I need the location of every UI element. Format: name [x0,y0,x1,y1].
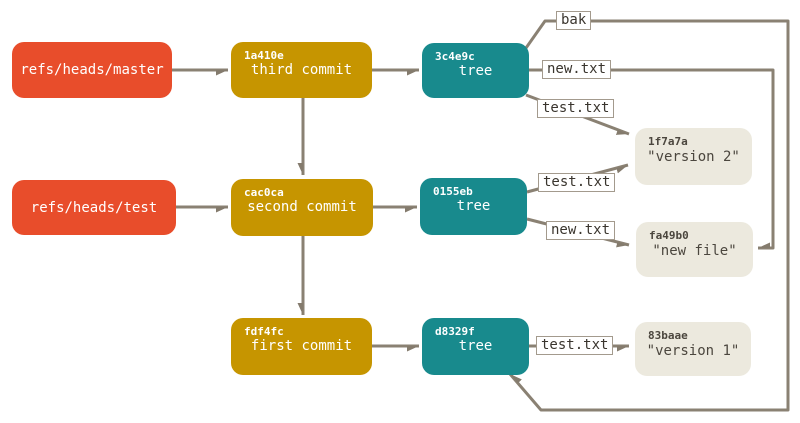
edge-label-newtxt-mid: new.txt [546,221,616,240]
commit-box-third: 1a410e third commit [231,42,372,98]
blob-fa49b0-content: "new file" [652,243,737,259]
commit-first-label: first commit [250,338,353,354]
commit-second-hash: cac0ca [244,186,284,199]
blob-box-fa49b0: fa49b0 "new file" [636,222,753,277]
commit-second-label: second commit [247,199,357,215]
blob-1f7a7a-hash: 1f7a7a [648,135,688,148]
commit-first-hash: fdf4fc [244,325,284,338]
edge-label-bak: bak [556,11,592,30]
ref-box-master: refs/heads/master [12,42,172,98]
ref-box-test: refs/heads/test [12,180,176,235]
commit-box-second: cac0ca second commit [231,179,373,236]
commit-box-first: fdf4fc first commit [231,318,372,375]
ref-test-label: refs/heads/test [30,199,158,216]
commit-third-hash: 1a410e [244,49,284,62]
edge-label-testtxt-top: test.txt [537,99,615,118]
blob-1f7a7a-content: "version 2" [647,149,740,165]
tree-3c4e9c-label: tree [458,63,493,79]
edge-label-newtxt-top: new.txt [542,60,612,79]
edge-newtxt-to-newfile-blob [529,68,775,250]
edge-label-testtxt-bottom: test.txt [536,336,614,355]
tree-d8329f-label: tree [458,338,493,354]
blob-fa49b0-hash: fa49b0 [649,229,689,242]
blob-box-83baae: 83baae "version 1" [635,322,751,376]
tree-0155eb-hash: 0155eb [433,185,473,198]
edge-label-testtxt-mid: test.txt [538,173,616,192]
ref-master-label: refs/heads/master [20,62,164,78]
blob-83baae-hash: 83baae [648,329,688,342]
tree-0155eb-label: tree [456,198,491,214]
tree-3c4e9c-hash: 3c4e9c [435,50,475,63]
blob-box-1f7a7a: 1f7a7a "version 2" [635,128,752,185]
tree-d8329f-hash: d8329f [435,325,475,338]
blob-83baae-content: "version 1" [646,343,740,359]
commit-third-label: third commit [250,62,353,78]
tree-box-0155eb: 0155eb tree [420,178,527,235]
tree-box-d8329f: d8329f tree [422,318,529,375]
edge-bak-to-first-tree [508,19,790,412]
tree-box-3c4e9c: 3c4e9c tree [422,43,529,98]
